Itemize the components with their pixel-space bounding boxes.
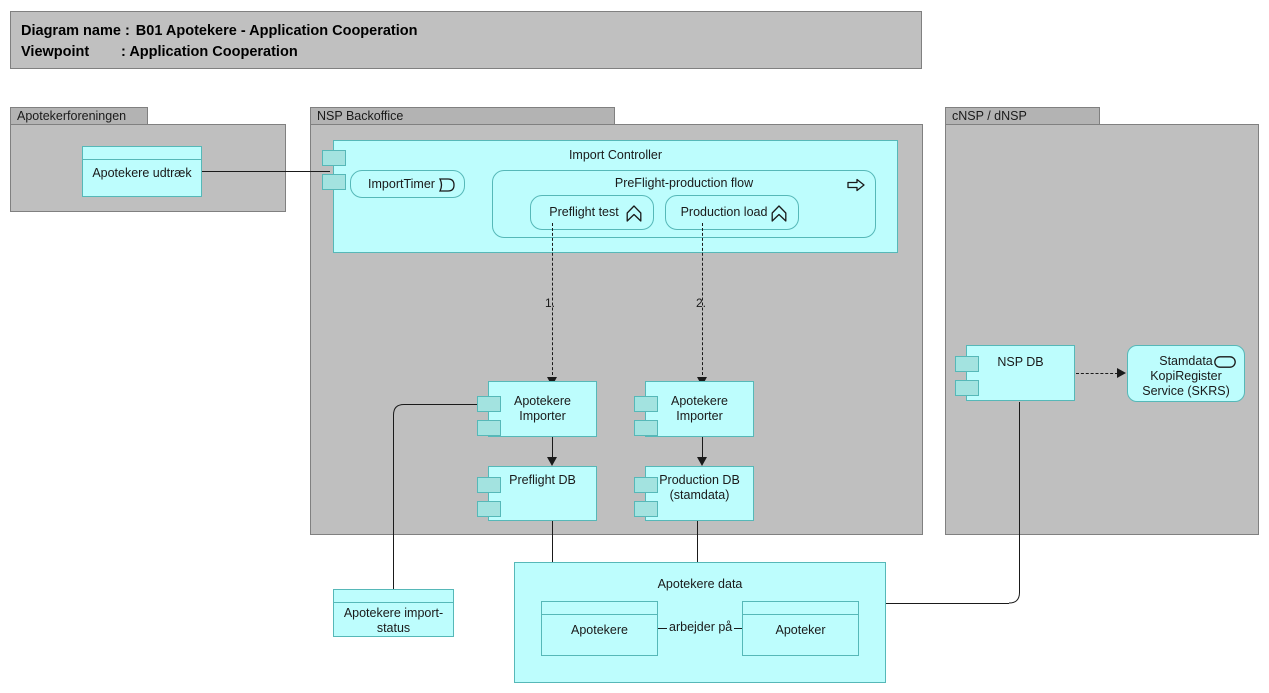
group-cnsp-dnsp: cNSP / dNSP	[945, 107, 1259, 535]
group-tab-nsp-backoffice: NSP Backoffice	[310, 107, 615, 125]
diagram-title-box: Diagram name : B01 Apotekere - Applicatio…	[10, 11, 922, 69]
node-label-import-controller: Import Controller	[568, 148, 663, 162]
connector-nspdb-down	[1019, 402, 1020, 593]
node-label-import-timer: ImportTimer	[368, 177, 435, 191]
node-label-apotekere-import-status: Apotekere import- status	[343, 606, 444, 635]
node-label-skrs: Stamdata KopiRegister Service (SKRS)	[1142, 354, 1230, 398]
connector-corner-2	[1008, 592, 1020, 604]
viewpoint-line: Viewpoint : Application Cooperation	[21, 44, 298, 60]
component-port-top	[477, 477, 501, 493]
component-port-top	[955, 356, 979, 372]
component-port-bottom	[322, 174, 346, 190]
flow-2-label: 2.	[696, 296, 707, 310]
component-port-top	[634, 477, 658, 493]
node-preflight-production-flow[interactable]: PreFlight-production flow Preflight test…	[492, 170, 876, 238]
connector-preflightdb-to-apotekeredata	[552, 521, 553, 562]
node-import-controller[interactable]: Import Controller ImportTimer PreFlight-…	[322, 140, 898, 253]
group-apotekerforeningen: Apotekerforeningen	[10, 107, 286, 212]
node-label-apoteker: Apoteker	[775, 623, 826, 637]
node-label-production-load: Production load	[680, 205, 768, 219]
connector-importer1-status-h	[404, 404, 480, 405]
diagram-name-value: B01 Apotekere - Application Cooperation	[135, 23, 418, 39]
relation-label-arbejder-paa: arbejder på	[667, 620, 735, 634]
node-label-nsp-db: NSP DB	[997, 355, 1044, 369]
node-apotekere-importer-1[interactable]: Apotekere Importer	[477, 381, 597, 437]
connector-importer2-arrowhead	[697, 457, 707, 466]
connector-importer1-status-v	[393, 415, 394, 593]
group-label-apotekerforeningen: Apotekerforeningen	[17, 109, 127, 123]
component-port-top	[477, 396, 501, 412]
connector-nspdb-left	[886, 603, 1009, 604]
node-apotekere[interactable]: Apotekere	[541, 601, 658, 656]
connector-nspdb-to-skrs	[1076, 373, 1118, 374]
node-label-apotekere-data: Apotekere data	[657, 577, 743, 591]
component-port-bottom	[955, 380, 979, 396]
connector-importer1-arrowhead	[547, 457, 557, 466]
data-object-strip	[334, 590, 453, 603]
node-apotekere-import-status[interactable]: Apotekere import- status	[333, 589, 454, 637]
node-production-load[interactable]: Production load	[665, 195, 799, 230]
node-skrs[interactable]: Stamdata KopiRegister Service (SKRS)	[1127, 345, 1245, 402]
connector-udtraek-to-importcontroller	[202, 171, 330, 172]
data-object-strip	[542, 602, 657, 615]
group-label-nsp-backoffice: NSP Backoffice	[317, 109, 404, 123]
node-label-apotekere-importer-1: Apotekere Importer	[514, 394, 571, 423]
component-port-bottom	[634, 501, 658, 517]
node-label-apotekere: Apotekere	[571, 623, 628, 637]
data-object-strip	[743, 602, 858, 615]
node-apoteker[interactable]: Apoteker	[742, 601, 859, 656]
connector-importer2-to-productiondb	[702, 437, 703, 462]
flow-2-line	[702, 223, 703, 380]
node-apotekere-importer-2[interactable]: Apotekere Importer	[634, 381, 754, 437]
component-port-bottom	[634, 420, 658, 436]
diagram-name-label: Diagram name :	[21, 23, 130, 39]
node-production-db[interactable]: Production DB (stamdata)	[634, 466, 754, 521]
component-port-top	[634, 396, 658, 412]
group-label-cnsp-dnsp: cNSP / dNSP	[952, 109, 1027, 123]
connector-importer1-to-preflightdb	[552, 437, 553, 462]
viewpoint-label: Viewpoint	[21, 44, 90, 60]
node-apotekere-data[interactable]: Apotekere data arbejder på Apotekere Apo…	[514, 562, 886, 683]
data-object-strip	[83, 147, 201, 160]
flow-1-line	[552, 223, 553, 380]
node-label-preflight-production-flow: PreFlight-production flow	[614, 176, 754, 190]
flow-1-label: 1.	[545, 296, 556, 310]
component-port-top	[322, 150, 346, 166]
connector-productiondb-to-apotekeredata	[697, 521, 698, 562]
node-label-apotekere-udtraek: Apotekere udtræk	[92, 166, 192, 180]
node-preflight-test[interactable]: Preflight test	[530, 195, 654, 230]
group-tab-cnsp-dnsp: cNSP / dNSP	[945, 107, 1100, 125]
viewpoint-value: : Application Cooperation	[121, 44, 298, 60]
node-apotekere-udtraek[interactable]: Apotekere udtræk	[82, 146, 202, 197]
node-label-apotekere-importer-2: Apotekere Importer	[671, 394, 728, 423]
node-import-timer[interactable]: ImportTimer	[350, 170, 465, 198]
group-tab-apotekerforeningen: Apotekerforeningen	[10, 107, 148, 125]
connector-skrs-arrowhead	[1117, 368, 1126, 378]
node-nsp-db[interactable]: NSP DB	[955, 345, 1075, 401]
node-label-production-db: Production DB (stamdata)	[659, 473, 740, 502]
node-label-preflight-test: Preflight test	[549, 205, 619, 219]
node-label-preflight-db: Preflight DB	[509, 473, 576, 487]
component-port-bottom	[477, 501, 501, 517]
diagram-name-line: Diagram name : B01 Apotekere - Applicatio…	[21, 23, 418, 39]
component-port-bottom	[477, 420, 501, 436]
node-preflight-db[interactable]: Preflight DB	[477, 466, 597, 521]
